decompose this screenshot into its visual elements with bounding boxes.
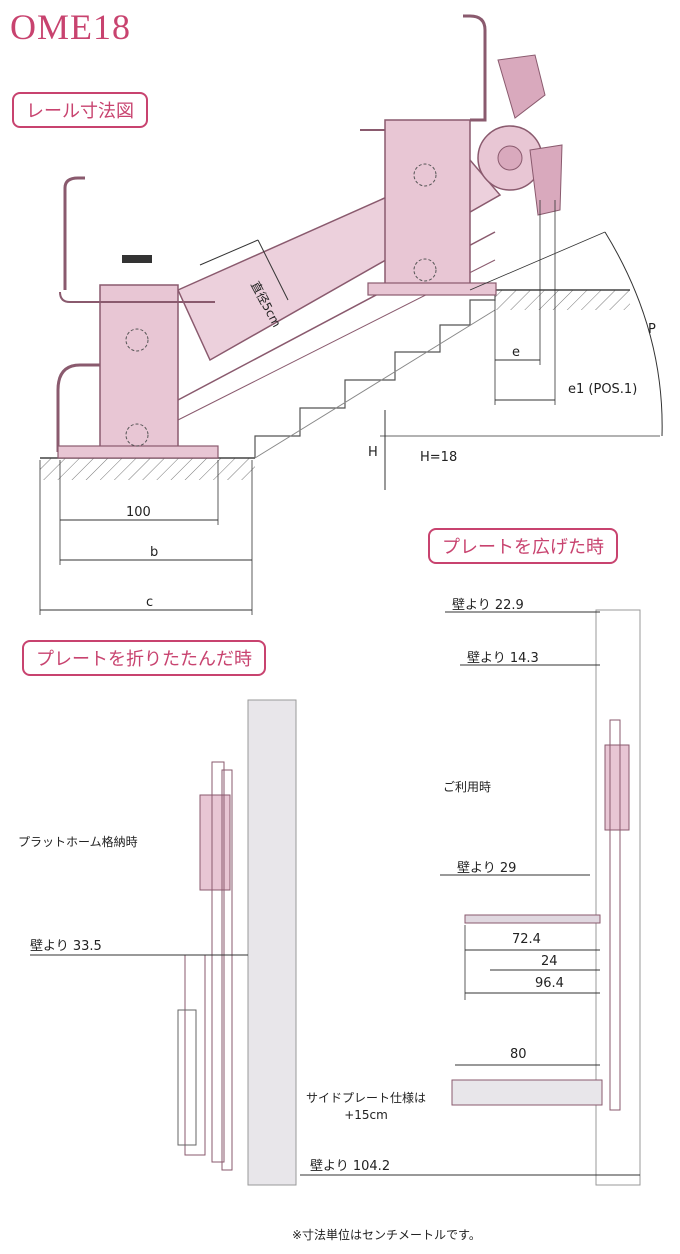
dim-b: b <box>150 545 159 560</box>
staircase <box>254 290 496 458</box>
dim-24: 24 <box>541 954 558 969</box>
section-plate-folded: プレートを折りたたんだ時 <box>22 640 266 676</box>
chair-folded <box>177 761 233 1171</box>
side-plate-note: サイドプレート仕様は +15cm <box>305 1091 426 1122</box>
section-plate-expanded: プレートを広げた時 <box>428 528 618 564</box>
chair-expanded <box>451 719 630 1111</box>
dim-96-4: 96.4 <box>535 976 564 991</box>
section-rail-dimensions: レール寸法図 <box>12 92 148 128</box>
chair-lower <box>56 176 219 459</box>
dim-p: P <box>648 322 656 337</box>
ground-hatch-upper <box>495 290 630 310</box>
dim-wall-29: 壁より 29 <box>457 861 517 876</box>
wall-folded <box>247 699 297 1186</box>
storage-label: プラットホーム格納時 <box>18 835 138 849</box>
page-title: OME18 <box>10 7 131 47</box>
dim-e1: e1 (POS.1) <box>568 382 638 397</box>
units-footnote: ※寸法単位はセンチメートルです。 <box>292 1228 481 1242</box>
dim-72-4: 72.4 <box>512 932 541 947</box>
chair-upper <box>360 14 563 296</box>
dim-wall-14-3: 壁より 14.3 <box>467 651 539 666</box>
in-use-label: ご利用時 <box>443 780 492 794</box>
dim-100: 100 <box>126 505 151 520</box>
dim-wall-104-2: 壁より 104.2 <box>310 1159 391 1174</box>
dim-e: e <box>512 345 520 360</box>
dim-h-value: H=18 <box>420 450 458 465</box>
dim-c: c <box>146 595 154 610</box>
dim-h: H <box>368 445 378 460</box>
wall-expanded <box>595 609 641 1186</box>
dim-80: 80 <box>510 1047 527 1062</box>
dim-wall-22-9: 壁より 22.9 <box>452 598 524 613</box>
dim-wall-33-5: 壁より 33.5 <box>30 939 102 954</box>
ground-hatch-lower <box>40 458 255 480</box>
